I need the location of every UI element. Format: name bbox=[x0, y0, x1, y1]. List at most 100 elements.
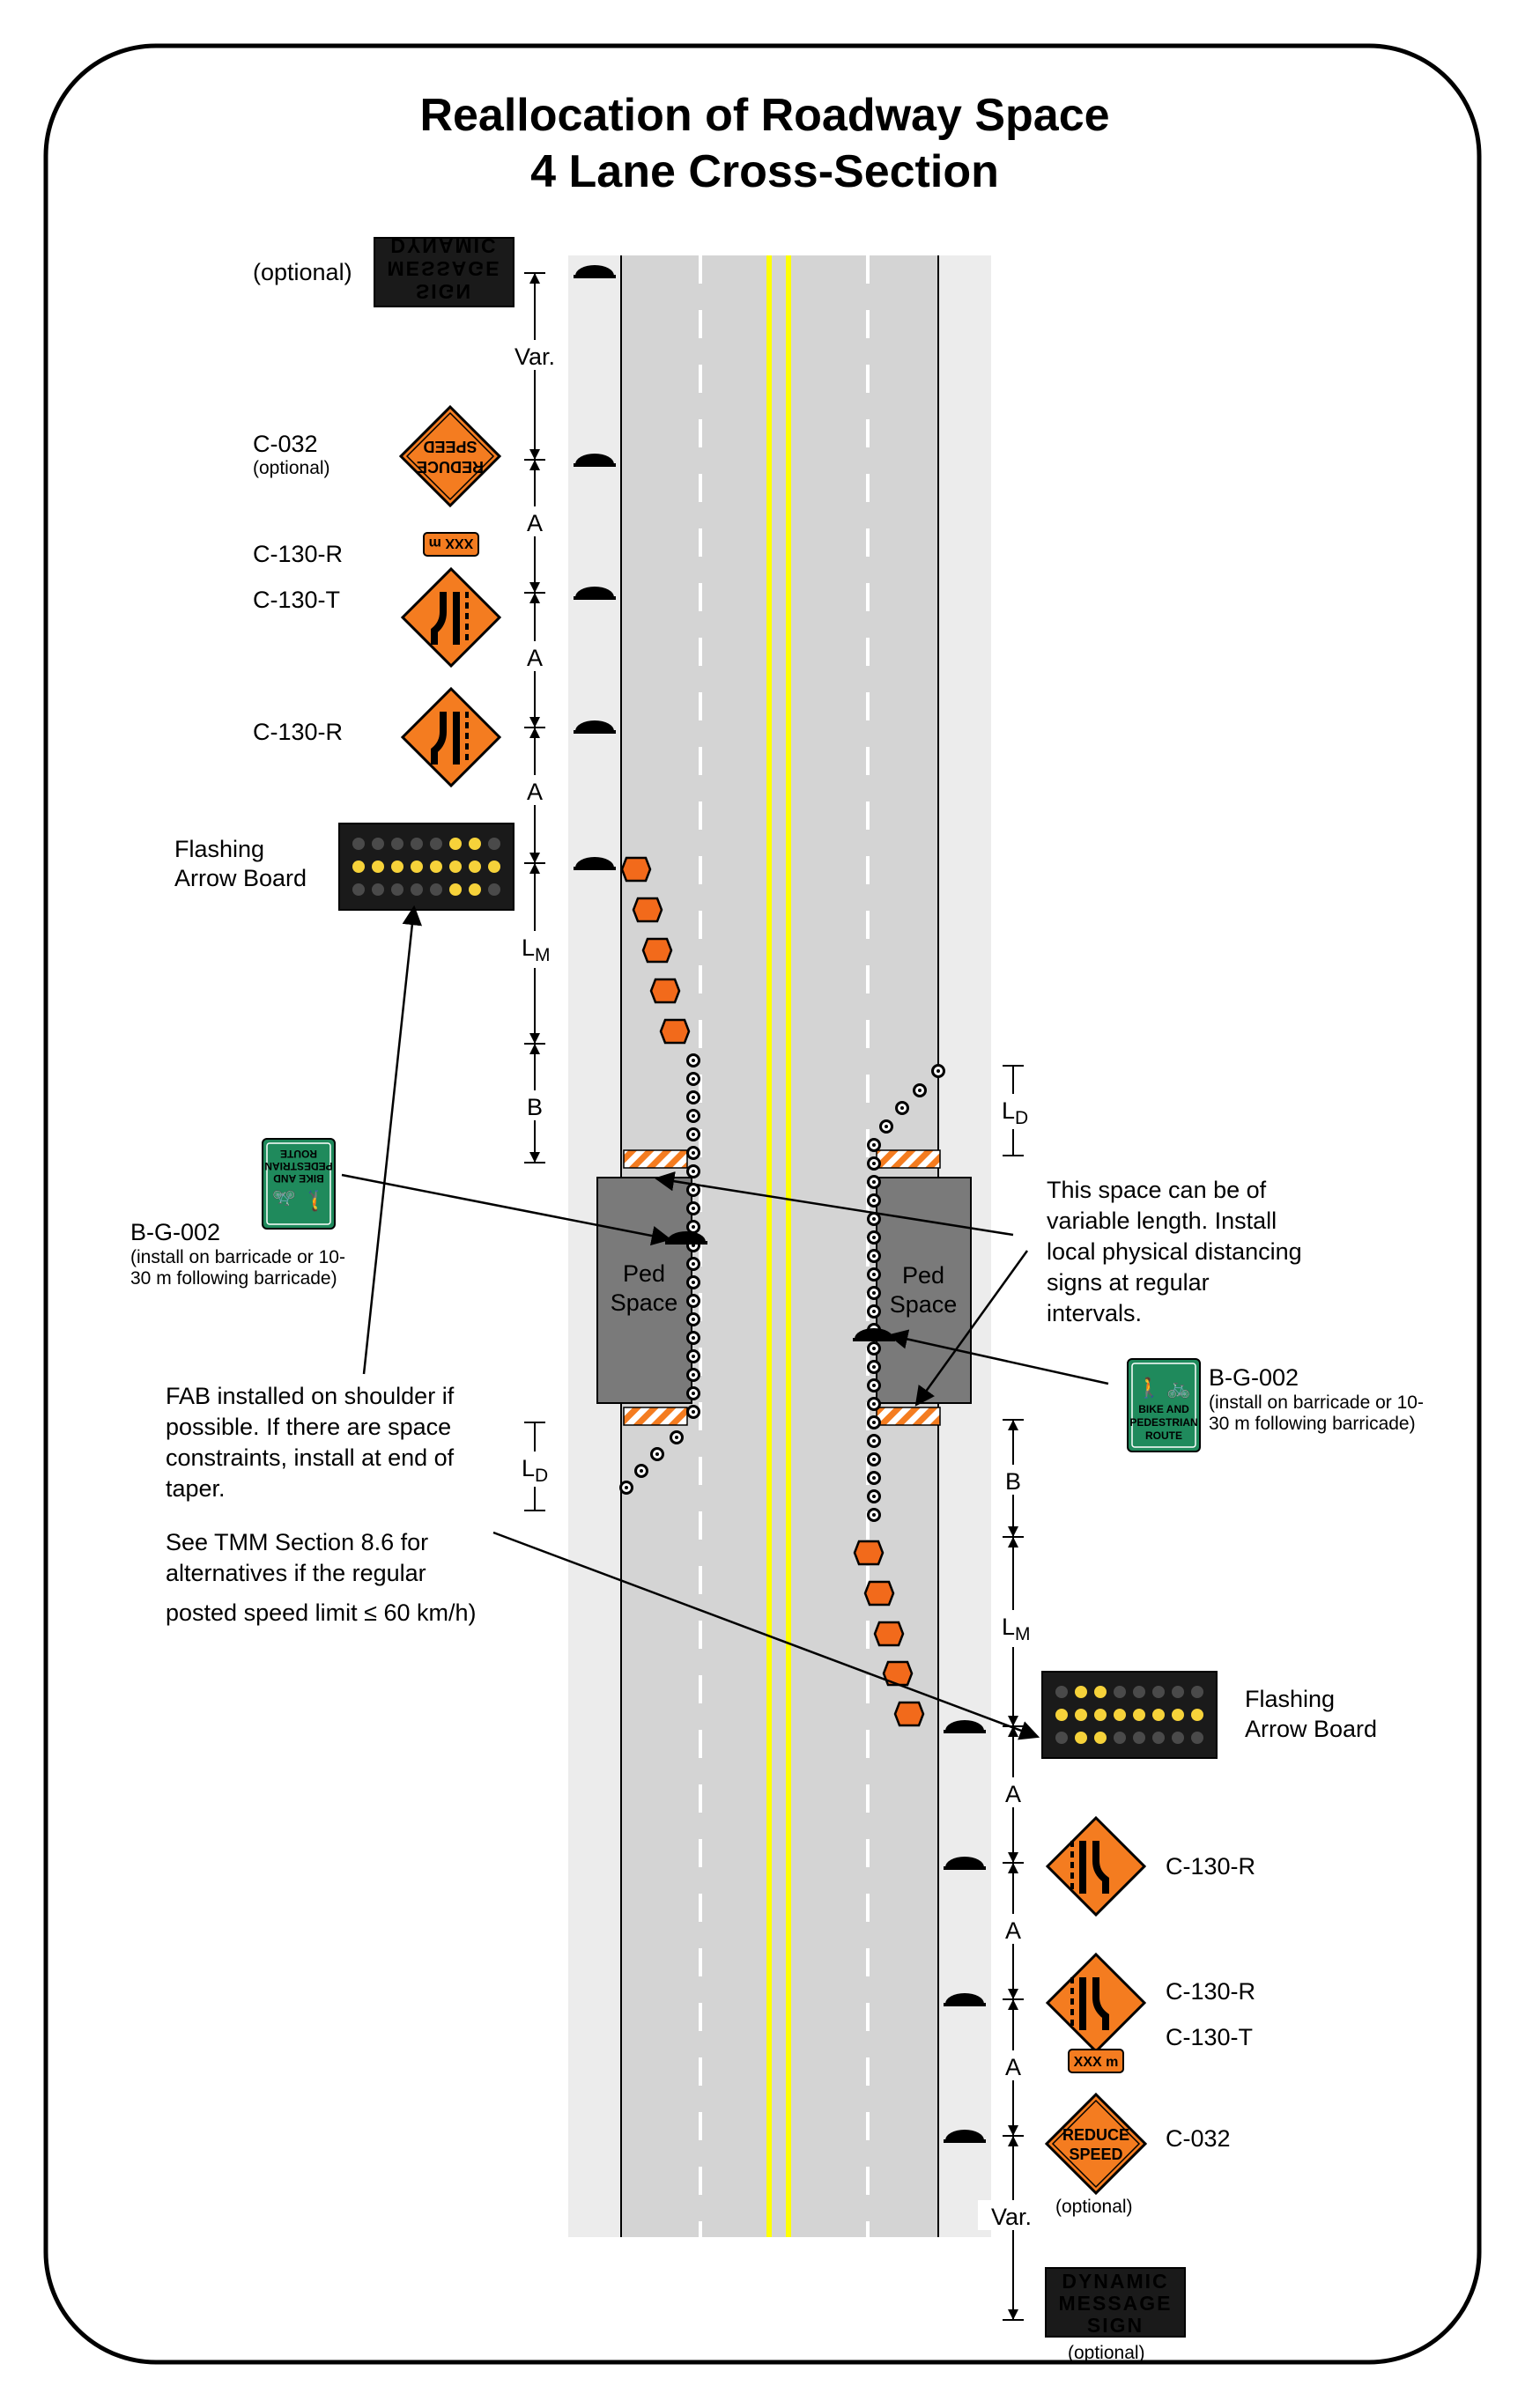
lane-closure-sign-c130r-lower bbox=[1045, 1815, 1147, 1917]
arrow-board-lamp bbox=[411, 861, 423, 873]
traffic-cone bbox=[873, 1621, 905, 1647]
dms-upper-line-1: SIGN bbox=[416, 280, 472, 303]
arrow-board-lamp bbox=[469, 883, 481, 896]
channelizing-drum bbox=[867, 1415, 881, 1429]
channelizing-drum bbox=[686, 1312, 700, 1326]
svg-text:signs at regular: signs at regular bbox=[1047, 1269, 1210, 1296]
arrow-board-lamp bbox=[488, 838, 500, 850]
channelizing-drum bbox=[670, 1430, 684, 1444]
arrow-board-lamp bbox=[1055, 1732, 1068, 1744]
dim-lm-left: LM bbox=[522, 934, 551, 965]
arrow-board-lamp bbox=[411, 883, 423, 896]
svg-text:FAB installed on shoulder if: FAB installed on shoulder if bbox=[166, 1383, 455, 1409]
channelizing-drum bbox=[686, 1127, 700, 1141]
arrow-board-lamp bbox=[1094, 1709, 1107, 1721]
dms-lower-line-3: SIGN bbox=[1087, 2314, 1144, 2337]
barricade-left-upstream bbox=[623, 1149, 688, 1169]
channelizing-drum bbox=[867, 1471, 881, 1485]
arrow-board-lamp bbox=[1055, 1709, 1068, 1721]
flashing-arrow-board-lower bbox=[1041, 1671, 1218, 1759]
dim-a-left-2: A bbox=[527, 645, 543, 671]
svg-text:variable length. Install: variable length. Install bbox=[1047, 1208, 1277, 1234]
ped-space-left-label-1: Ped bbox=[623, 1260, 665, 1287]
arrow-board-lamp bbox=[1133, 1686, 1145, 1698]
dim-b-right: B bbox=[1005, 1468, 1021, 1495]
svg-text:constraints, install at end of: constraints, install at end of bbox=[166, 1444, 455, 1471]
barricade-left-downstream bbox=[623, 1407, 688, 1426]
channelizing-drum bbox=[867, 1508, 881, 1522]
distance-tab-upper: XXX m bbox=[423, 532, 479, 557]
right-dimension-arrows bbox=[1008, 1420, 1018, 2320]
reduce-speed-lower-line-2: SPEED bbox=[1069, 2146, 1122, 2163]
arrow-board-lamp bbox=[391, 861, 403, 873]
ped-space-right-label-1: Ped bbox=[902, 1262, 944, 1289]
dim-var-right: Var. bbox=[991, 2204, 1032, 2230]
arrow-board-lamp bbox=[1191, 1732, 1203, 1744]
arrow-board-lamp bbox=[1152, 1732, 1165, 1744]
channelizing-drum bbox=[686, 1053, 700, 1067]
reduce-speed-upper-line-2: SPEED bbox=[423, 438, 477, 455]
arrow-board-lamp bbox=[1133, 1732, 1145, 1744]
fab-upper-label-1: Flashing bbox=[174, 836, 264, 862]
channelizing-drum bbox=[686, 1349, 700, 1363]
arrow-board-lamp bbox=[1133, 1709, 1145, 1721]
bgi-left-icons: 🚶 🚲 bbox=[272, 1190, 326, 1212]
traffic-cone bbox=[641, 937, 673, 964]
reduce-speed-upper-line-1: REDUCE bbox=[417, 458, 484, 476]
c032-upper-code: C-032 bbox=[253, 431, 318, 457]
channelizing-drum bbox=[867, 1452, 881, 1466]
traffic-cone bbox=[893, 1701, 925, 1727]
arrow-board-lamp bbox=[352, 883, 365, 896]
c130r-lower-code: C-130-R bbox=[1166, 1853, 1255, 1880]
channelizing-drum bbox=[686, 1368, 700, 1382]
lane-closure-sign-c130t-lower bbox=[1045, 1952, 1147, 2054]
dim-a-right-2: A bbox=[1005, 1917, 1021, 1944]
arrow-board-lamp bbox=[488, 883, 500, 896]
c130r-lower2-code: C-130-R bbox=[1166, 1978, 1255, 2005]
c032-upper-optional: (optional) bbox=[253, 458, 330, 478]
traffic-cone bbox=[620, 856, 652, 883]
left-dimension-arrows bbox=[529, 273, 540, 1163]
arrow-board-lamp bbox=[449, 883, 462, 896]
channelizing-drum bbox=[867, 1341, 881, 1355]
arrow-board-lamp bbox=[1191, 1686, 1203, 1698]
dim-b-left: B bbox=[527, 1094, 543, 1120]
arrow-board-lamp bbox=[1114, 1732, 1126, 1744]
arrow-board-lamp bbox=[1075, 1709, 1087, 1721]
dms-upper-line-3: DYNAMIC bbox=[390, 234, 497, 257]
bg002-right-code: B-G-002 bbox=[1209, 1364, 1299, 1391]
arrow-board-lamp bbox=[391, 838, 403, 850]
dim-lm-right: LM bbox=[1002, 1614, 1031, 1644]
reduce-speed-sign-upper: REDUCE SPEED bbox=[398, 404, 502, 508]
channelizing-drum bbox=[686, 1257, 700, 1271]
fab-lower-label-2: Arrow Board bbox=[1245, 1716, 1377, 1742]
dim-a-left-3: A bbox=[527, 779, 543, 805]
arrow-board-lamp bbox=[372, 883, 384, 896]
bike-ped-route-sign-left: 🚶 🚲 BIKE AND PEDESTRIAN ROUTE bbox=[262, 1138, 336, 1230]
bgi-left-line-2: PEDESTRIAN bbox=[264, 1160, 332, 1172]
ped-space-left bbox=[596, 1177, 692, 1404]
bgi-right-line-1: BIKE AND bbox=[1138, 1403, 1189, 1415]
channelizing-drum bbox=[686, 1090, 700, 1104]
bgi-right-line-2: PEDESTRIAN bbox=[1129, 1416, 1197, 1429]
distance-tab-lower: XXX m bbox=[1068, 2049, 1124, 2073]
reduce-speed-sign-lower: REDUCE SPEED bbox=[1044, 2092, 1148, 2196]
channelizing-drum bbox=[686, 1405, 700, 1419]
channelizing-drum bbox=[867, 1434, 881, 1448]
channelizing-drum bbox=[867, 1360, 881, 1374]
channelizing-drum bbox=[686, 1201, 700, 1215]
channelizing-drum bbox=[867, 1138, 881, 1152]
c032-lower-code: C-032 bbox=[1166, 2125, 1231, 2152]
arrow-board-lamp bbox=[449, 861, 462, 873]
arrow-board-lamp bbox=[430, 883, 442, 896]
arrow-board-lamp bbox=[1191, 1709, 1203, 1721]
channelizing-drum bbox=[634, 1464, 648, 1478]
dynamic-message-sign-upper: SIGN MESSAGE DYNAMIC bbox=[374, 234, 515, 307]
channelizing-drum bbox=[686, 1072, 700, 1086]
arrow-board-lamp bbox=[1114, 1709, 1126, 1721]
channelizing-drum bbox=[867, 1249, 881, 1263]
dms-upper-line-2: MESSAGE bbox=[387, 257, 500, 280]
reduce-speed-lower-line-1: REDUCE bbox=[1062, 2126, 1129, 2144]
channelizing-drum bbox=[650, 1447, 664, 1461]
leader-arrows bbox=[341, 905, 1109, 1740]
